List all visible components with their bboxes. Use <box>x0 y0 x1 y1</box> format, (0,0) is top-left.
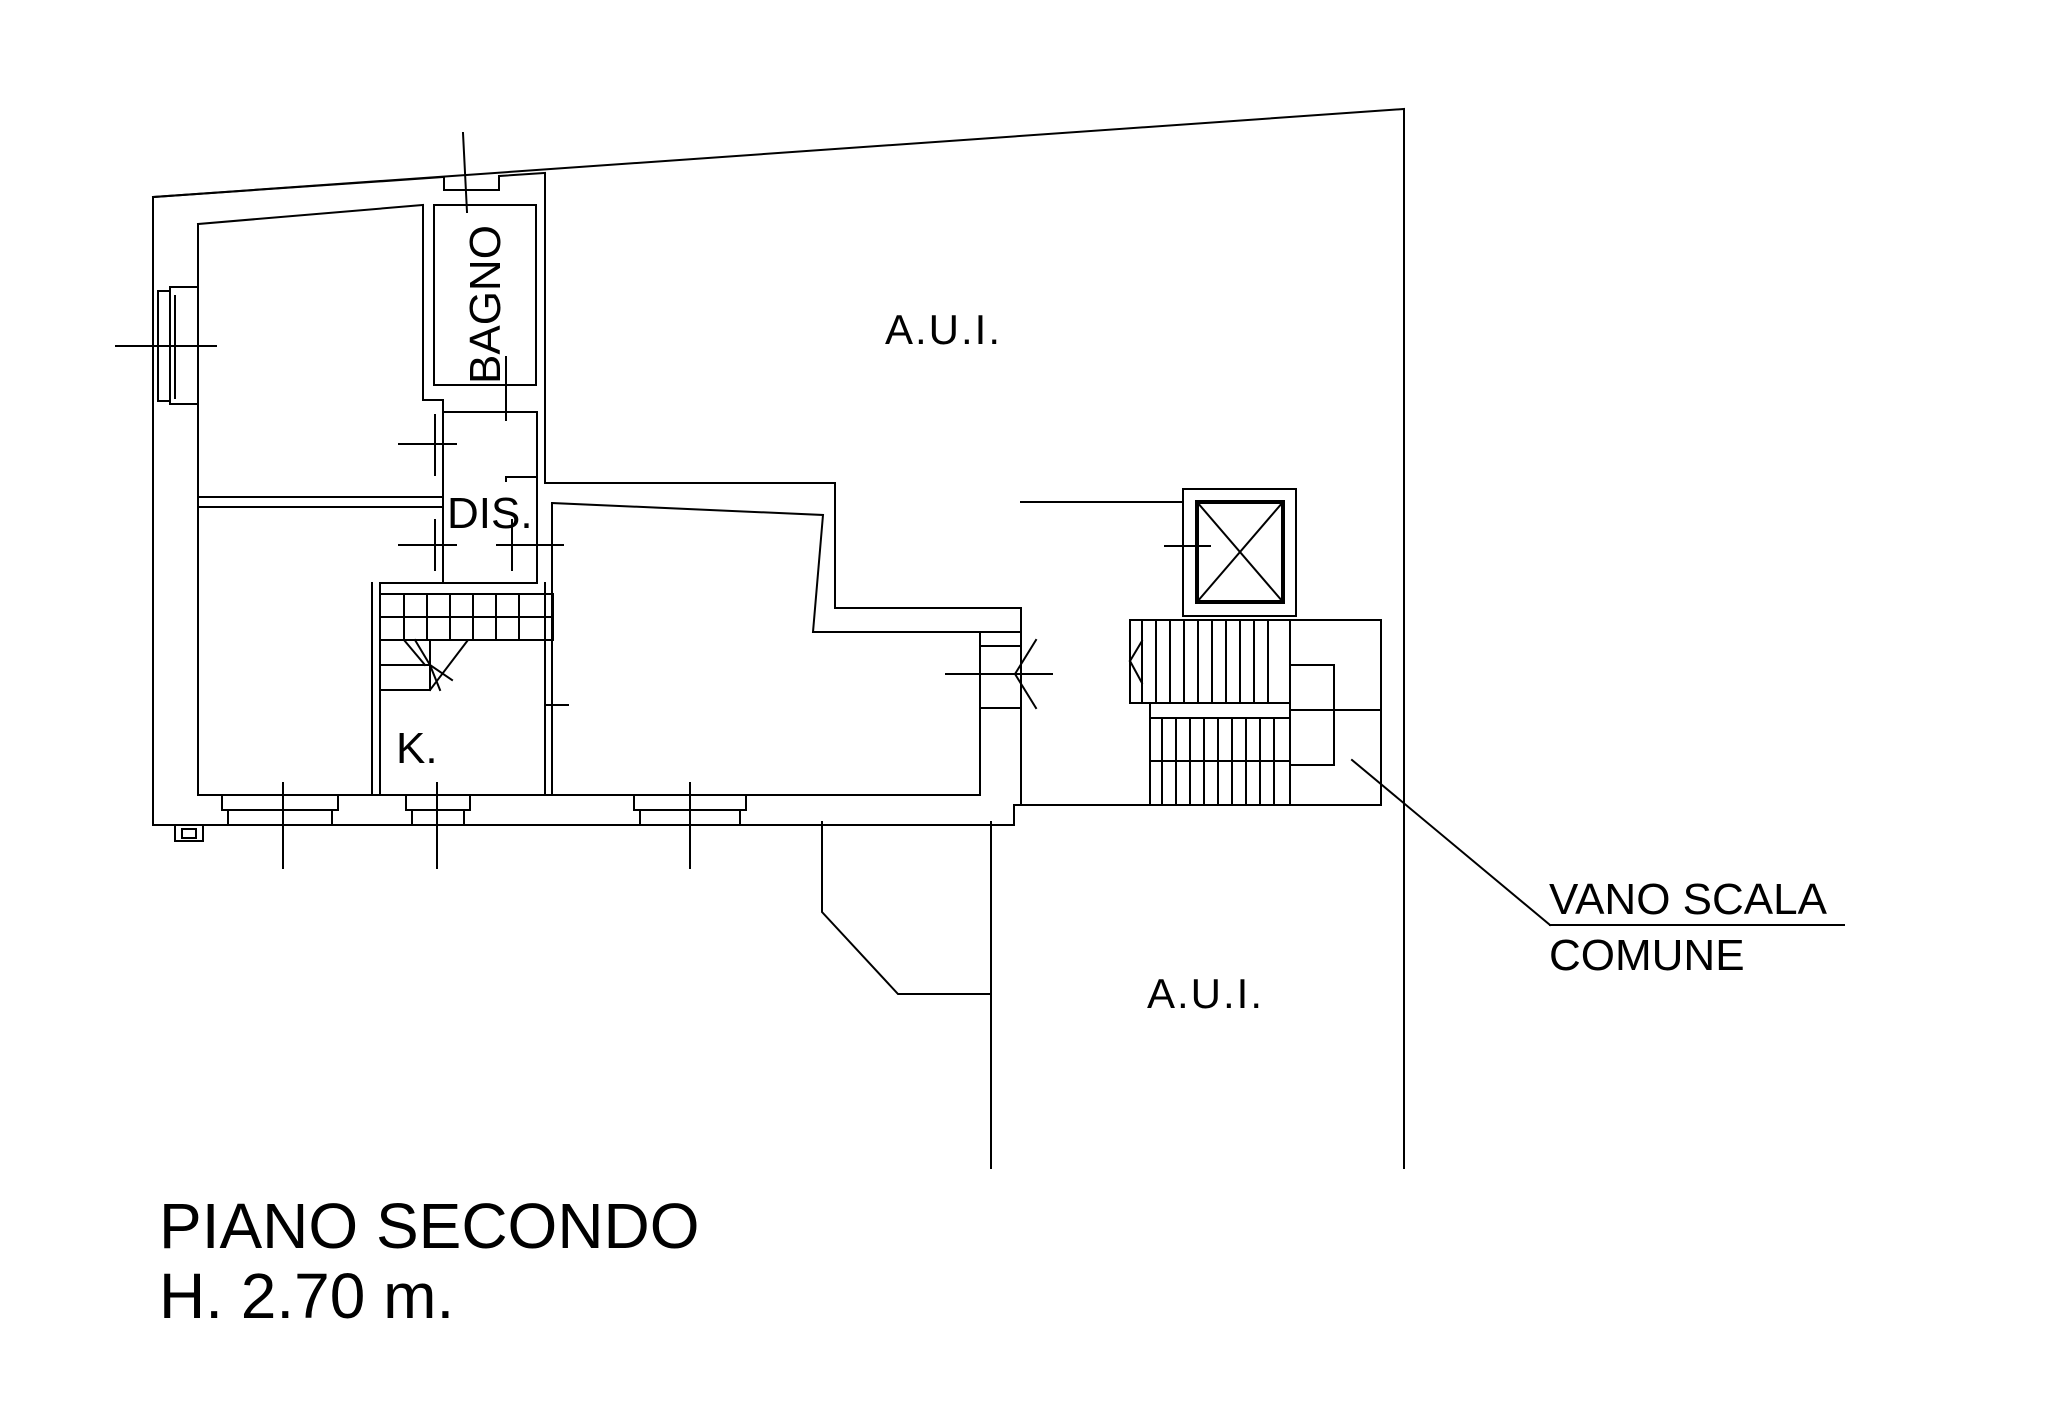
floor-height: H. 2.70 m. <box>159 1260 454 1332</box>
stair-label-line1: VANO SCALA <box>1549 875 1828 924</box>
room-label-k: K. <box>396 724 438 773</box>
aui-label-top: A.U.I. <box>885 306 1002 353</box>
room-label-dis: DIS. <box>447 489 533 538</box>
stair-flight-lower <box>1149 717 1291 806</box>
common-stairwell <box>1020 488 1382 806</box>
stair-leader <box>1350 758 1845 927</box>
stair-flight-upper <box>1128 619 1291 704</box>
stair-label-line2: COMUNE <box>1549 931 1745 980</box>
stair-landing <box>1289 619 1382 806</box>
internal-stair <box>379 593 554 692</box>
apartment-walls <box>151 171 1022 826</box>
room-label-bagno: BAGNO <box>461 225 510 384</box>
floor-title: PIANO SECONDO <box>159 1190 700 1262</box>
aui-label-bottom: A.U.I. <box>1147 970 1264 1017</box>
openings <box>115 131 1053 869</box>
property-boundary <box>151 107 1405 1169</box>
